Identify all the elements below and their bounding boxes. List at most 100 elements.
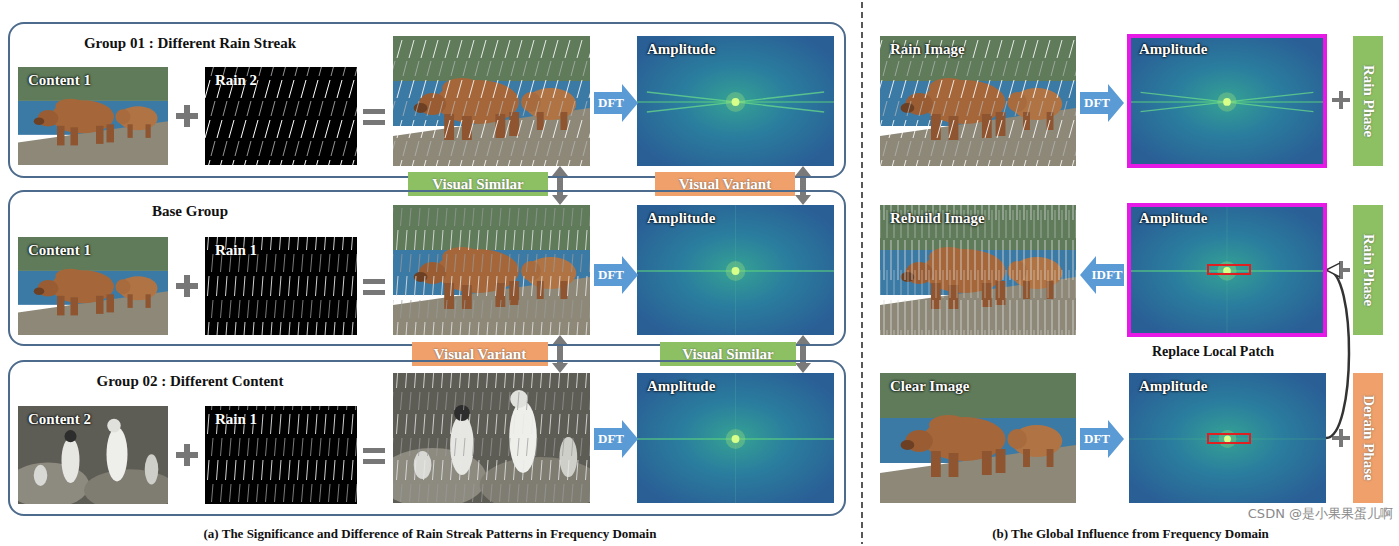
rainy-photo — [393, 205, 590, 335]
rain-streak-image — [205, 237, 357, 335]
node-label: Rain Phase — [1360, 65, 1377, 137]
amplitude-spectrum — [637, 36, 834, 166]
sub-caption: (b) The Global Influence from Frequency … — [868, 526, 1393, 542]
block-arrow-shape — [594, 84, 638, 122]
block-arrow-shape — [1080, 84, 1124, 122]
group-box: Group 01 : Different Rain StreakContent … — [8, 22, 846, 178]
block-arrow-shape — [1080, 256, 1124, 294]
rain-overlay — [393, 373, 590, 503]
image-tile: Content 1 — [18, 237, 168, 335]
rain-streak-image — [205, 406, 357, 504]
amplitude-spectrum — [1131, 207, 1323, 333]
group-title: Group 01 : Different Rain Streak — [20, 35, 360, 52]
connector — [1326, 270, 1349, 438]
node-label: Amplitude — [1139, 210, 1207, 227]
amplitude-spectrum — [637, 373, 834, 503]
image-tile: Content 2 — [18, 406, 168, 504]
node-label: Visual Variant — [412, 342, 548, 366]
node-label: DFT — [594, 84, 628, 122]
sub-caption: (a) The Significance and Difference of R… — [0, 526, 860, 542]
node-label: Rain 1 — [215, 242, 257, 259]
local-patch — [1208, 434, 1250, 443]
block-arrow-shape — [594, 256, 638, 294]
dft-arrow: DFT — [1080, 84, 1124, 122]
dft-arrow: DFT — [594, 420, 638, 458]
rain-streak-image — [205, 67, 357, 165]
node-label: DFT — [1080, 420, 1114, 458]
node-label: DFT — [1080, 84, 1114, 122]
phase-band: Rain Phase — [1353, 36, 1383, 166]
amplitude-tile: Amplitude — [637, 36, 834, 166]
amplitude-tile: Amplitude — [637, 205, 834, 335]
dft-arrow: DFT — [594, 84, 638, 122]
rain-overlay — [880, 36, 1076, 166]
node-label: Clear Image — [890, 378, 969, 395]
group-title: Group 02 : Different Content — [20, 373, 360, 390]
node-label: Amplitude — [647, 41, 715, 58]
content-photo — [18, 67, 168, 165]
group-box: Group 02 : Different ContentContent 2 Rai… — [8, 360, 846, 516]
node-label: Visual Variant — [655, 172, 795, 196]
phase-band: Derain Phase — [1353, 373, 1383, 503]
node-label: Rain Image — [890, 41, 965, 58]
amplitude-tile: Amplitude — [1129, 373, 1326, 503]
watermark: CSDN @是小果果蛋儿啊 — [1248, 505, 1393, 523]
amplitude-tile: Amplitude — [637, 373, 834, 503]
group-box: Base GroupContent 1 Rain 1 DFT Amplitude — [8, 190, 846, 346]
amplitude-spectrum — [637, 205, 834, 335]
content-photo — [7, 406, 177, 512]
node-label: IDFT — [1090, 256, 1124, 294]
node-label: Amplitude — [1139, 378, 1207, 395]
rebuild-photo — [880, 205, 1076, 335]
image-tile: Rebuild Image — [880, 205, 1076, 335]
node-label: Content 1 — [28, 242, 91, 259]
local-patch — [1208, 265, 1250, 274]
similar-band: Visual Similar — [408, 172, 548, 196]
rain-streak-image — [205, 406, 357, 504]
double-arrows — [552, 166, 811, 373]
node-label: Content 1 — [28, 72, 91, 89]
rain-photo — [880, 36, 1076, 166]
content-photo — [18, 237, 168, 335]
phase-band: Rain Phase — [1353, 205, 1383, 335]
node-label: Rebuild Image — [890, 210, 985, 227]
amplitude-tile-highlighted: Amplitude — [1127, 34, 1327, 168]
node-label: Visual Similar — [408, 172, 548, 196]
divider-line — [861, 2, 863, 544]
clear-photo — [880, 373, 1076, 503]
node-label: Amplitude — [647, 378, 715, 395]
rainy-photo — [378, 373, 602, 513]
dft-arrow: DFT — [594, 256, 638, 294]
dft-arrow: DFT — [1080, 420, 1124, 458]
image-tile: Rain 2 — [205, 67, 357, 165]
node-label: Rain 2 — [215, 72, 257, 89]
amplitude-spectrum — [1129, 373, 1326, 503]
node-label: Amplitude — [1139, 41, 1207, 58]
image-tile: Clear Image — [880, 373, 1076, 503]
rain-streak-image — [205, 67, 357, 165]
similar-band: Visual Similar — [660, 342, 796, 366]
rain-overlay — [393, 205, 590, 335]
variant-band: Visual Variant — [655, 172, 795, 196]
group-title: Base Group — [20, 203, 360, 220]
node-label: DFT — [594, 256, 628, 294]
node-label: DFT — [594, 420, 628, 458]
block-arrow-shape — [594, 420, 638, 458]
idft-arrow: IDFT — [1080, 256, 1124, 294]
node-label: Derain Phase — [1360, 395, 1377, 480]
amplitude-spectrum — [1131, 38, 1323, 164]
image-tile: Rain 1 — [205, 237, 357, 335]
rain-overlay — [393, 36, 590, 166]
rainy-photo — [393, 36, 590, 166]
edge-label: Replace Local Patch — [1150, 344, 1276, 360]
node-label: Amplitude — [647, 210, 715, 227]
variant-band: Visual Variant — [412, 342, 548, 366]
node-label: Rain 1 — [215, 411, 257, 428]
amplitude-tile-highlighted: Amplitude — [1127, 203, 1327, 337]
image-tile: Content 1 — [18, 67, 168, 165]
rain-streak-image — [205, 237, 357, 335]
image-tile: Rain Image — [880, 36, 1076, 166]
